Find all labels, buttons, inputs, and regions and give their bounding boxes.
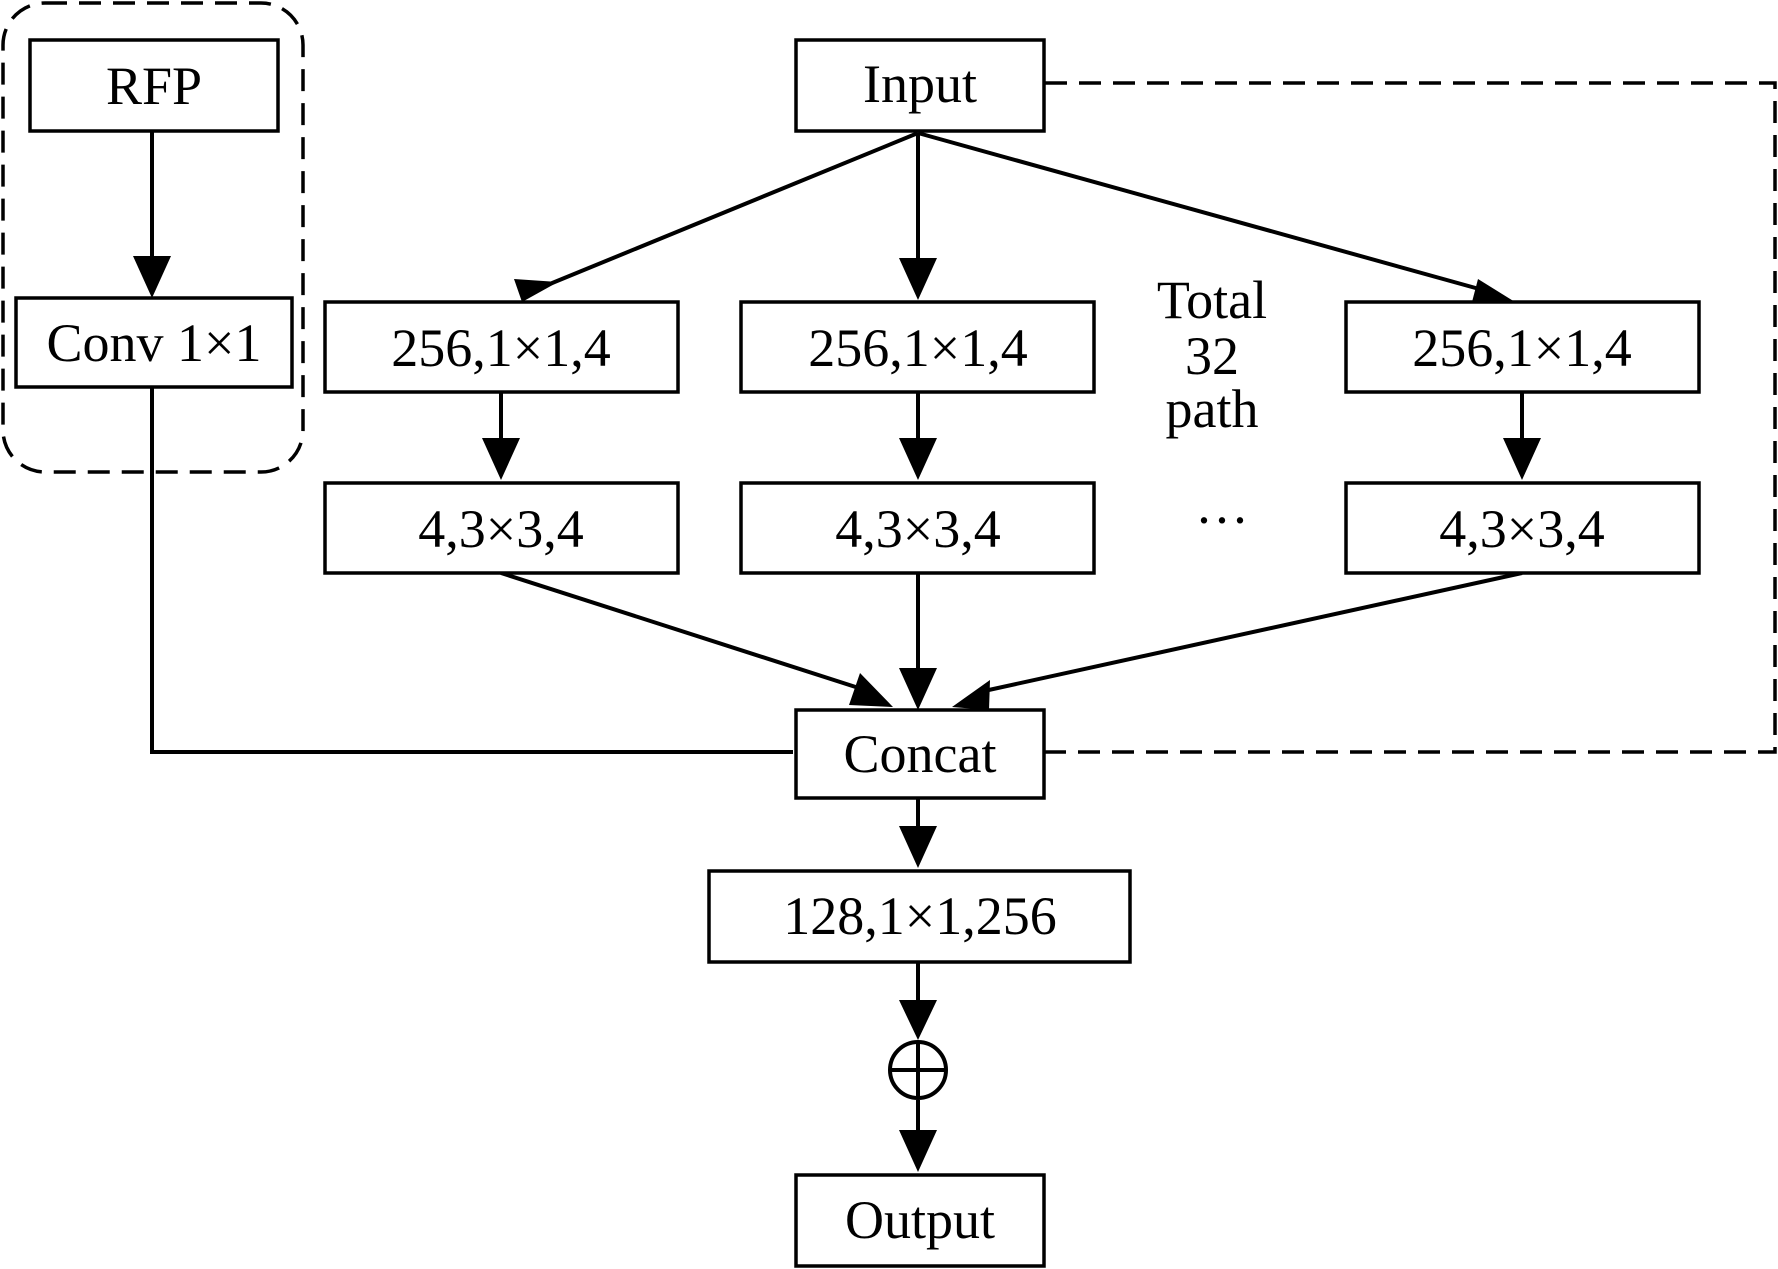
output-label: Output (845, 1190, 995, 1250)
skip-connection-dashed (1045, 81, 1777, 754)
edge-branch-a-concat (500, 571, 866, 692)
branch-a-2-label: 4,3×3,4 (418, 499, 583, 559)
edge-conv-concat (150, 387, 793, 754)
branch-c-2-box (1344, 481, 1701, 575)
total-paths-line3: path (1166, 379, 1259, 439)
ellipsis-marker: ··· (1195, 490, 1249, 550)
branch-c-1-box (1344, 300, 1701, 394)
branch-b-1-box (739, 300, 1096, 394)
branch-b-1-label: 256,1×1,4 (808, 318, 1027, 378)
branch-a-1-box (323, 300, 680, 394)
total-paths-line1: Total (1157, 270, 1267, 330)
total-paths-line2: 32 (1185, 326, 1239, 386)
arrowhead-output (899, 1130, 937, 1172)
branch-a-2-box (323, 481, 680, 575)
input-box (794, 38, 1046, 133)
arrowhead-add (899, 1000, 937, 1040)
arrowhead-conv (133, 256, 171, 298)
branch-c-1-label: 256,1×1,4 (1412, 318, 1631, 378)
rfp-module-boundary (1, 1, 305, 474)
arrowhead-concat-a (849, 673, 893, 707)
edge-input-branch-a (539, 131, 919, 290)
arrowhead-concat-c (952, 680, 990, 710)
rfp-label: RFP (106, 56, 202, 116)
edge-branch-c-concat (974, 571, 1523, 695)
conv-box (14, 296, 294, 389)
concat-label: Concat (844, 724, 997, 784)
arrowhead-concat-b (899, 668, 937, 710)
arrowhead-branch-a (514, 279, 558, 302)
branch-b-2-box (739, 481, 1096, 575)
arrowhead-branch-b (899, 258, 937, 300)
arrowhead-branch-c-inner (1503, 438, 1541, 480)
input-label: Input (863, 54, 977, 114)
branch-a-1-label: 256,1×1,4 (391, 318, 610, 378)
branch-c-2-label: 4,3×3,4 (1439, 499, 1604, 559)
conv-label: Conv 1×1 (47, 313, 262, 373)
output-box (794, 1173, 1046, 1268)
reduce-label: 128,1×1,256 (783, 886, 1056, 946)
arrowhead-branch-b-inner (899, 438, 937, 480)
reduce-box (707, 869, 1132, 964)
arrowhead-reduce (899, 826, 937, 868)
rfp-box (28, 38, 280, 133)
branch-b-2-label: 4,3×3,4 (835, 499, 1000, 559)
concat-box (794, 708, 1046, 800)
edge-input-branch-c (917, 131, 1491, 294)
arrowhead-branch-c (1472, 279, 1515, 302)
arrowhead-branch-a-inner (482, 438, 520, 480)
